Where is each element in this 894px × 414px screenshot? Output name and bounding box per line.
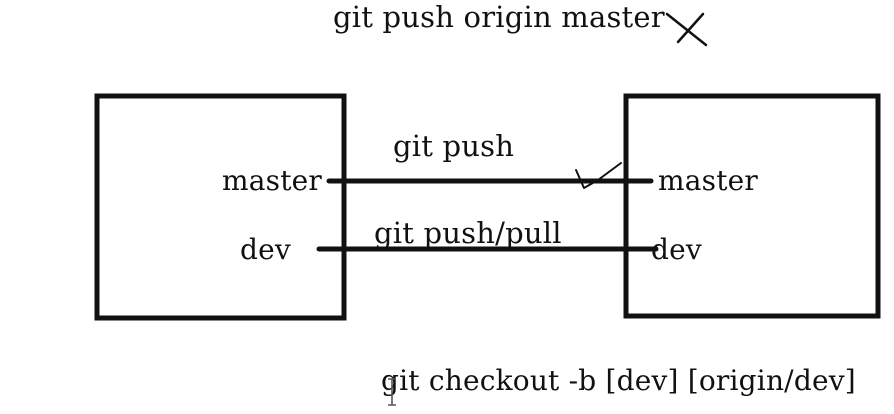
remote-repo-box — [623, 93, 881, 319]
local-branch-master: master — [222, 164, 323, 197]
remote-branch-master: master — [658, 164, 759, 197]
diagram-title: git push origin master — [333, 0, 665, 34]
checkout-command: git checkout -b [dev] [origin/dev] — [381, 364, 856, 397]
remote-branch-dev: dev — [651, 233, 702, 266]
local-repo-box — [94, 93, 347, 321]
check-mark-icon — [575, 162, 622, 189]
text-cursor-icon — [388, 378, 396, 406]
pushpull-edge-label: git push/pull — [374, 216, 562, 250]
cross-mark-icon — [665, 12, 708, 47]
local-branch-dev: dev — [240, 233, 291, 266]
push-edge-label: git push — [393, 129, 515, 163]
